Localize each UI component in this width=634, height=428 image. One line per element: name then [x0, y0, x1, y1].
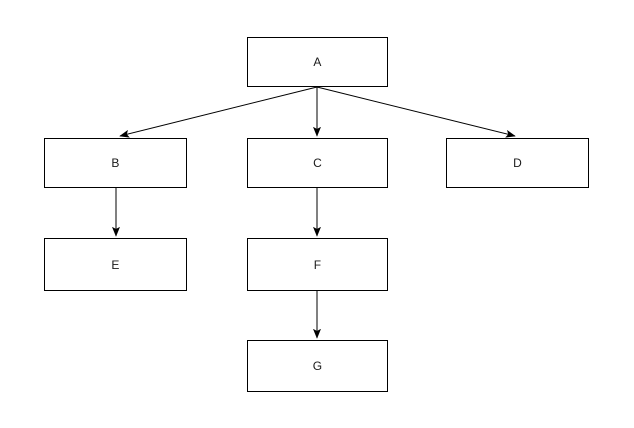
edge-a-to-d [316, 86, 516, 138]
node-b[interactable]: B [44, 138, 187, 188]
node-g[interactable]: G [247, 340, 388, 392]
node-d[interactable]: D [446, 138, 589, 188]
node-a[interactable]: A [247, 37, 388, 87]
node-g-label: G [312, 359, 323, 373]
node-e-label: E [111, 257, 120, 272]
edge-a-to-b [119, 86, 318, 138]
node-a-label: A [313, 55, 322, 69]
node-f[interactable]: F [247, 238, 388, 291]
edge-group [112, 86, 516, 339]
node-e[interactable]: E [44, 238, 187, 291]
node-f-label: F [313, 257, 322, 272]
node-d-label: D [513, 156, 522, 170]
node-c[interactable]: C [247, 138, 388, 188]
node-b-label: B [111, 156, 120, 170]
node-c-label: C [313, 156, 322, 170]
